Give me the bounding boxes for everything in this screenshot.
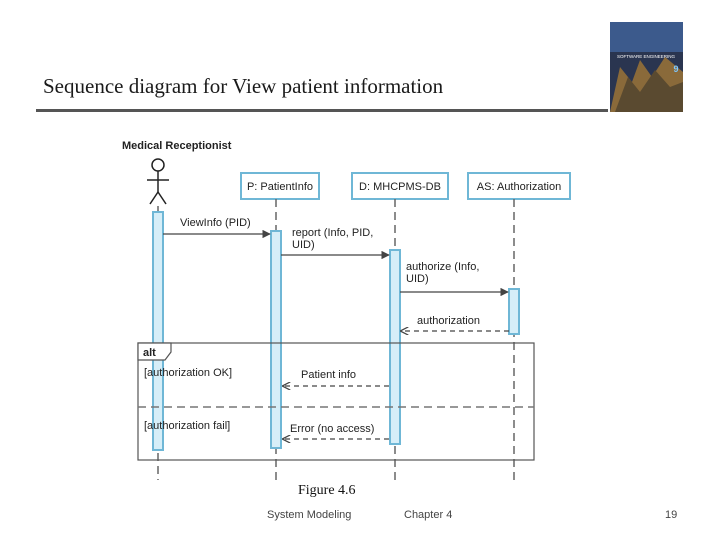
message-authorization-return: authorization bbox=[401, 315, 509, 331]
lifeline-head-patientinfo: P: PatientInfo bbox=[240, 172, 320, 200]
svg-text:UID): UID) bbox=[406, 273, 429, 285]
lifeline-head-mhcpms-db: D: MHCPMS-DB bbox=[351, 172, 449, 200]
alt-guard-fail: [authorization fail] bbox=[144, 420, 230, 432]
actor-label: Medical Receptionist bbox=[122, 140, 232, 152]
message-viewinfo: ViewInfo (PID) bbox=[163, 217, 271, 239]
activation-authorization bbox=[508, 288, 520, 335]
svg-text:Error (no access): Error (no access) bbox=[290, 423, 374, 435]
book-cover-edition: 9 bbox=[673, 64, 678, 74]
message-patient-info: Patient info bbox=[283, 369, 389, 386]
title-divider bbox=[36, 109, 608, 112]
alt-fragment: alt [authorization OK] [authorization fa… bbox=[137, 342, 535, 461]
lifeline-head-authorization: AS: Authorization bbox=[467, 172, 571, 200]
page-number: 19 bbox=[665, 509, 678, 521]
slide-title: Sequence diagram for View patient inform… bbox=[43, 74, 444, 98]
svg-text:P: PatientInfo: P: PatientInfo bbox=[247, 181, 313, 193]
message-report: report (Info, PID, UID) bbox=[281, 227, 390, 260]
svg-text:D: MHCPMS-DB: D: MHCPMS-DB bbox=[359, 181, 441, 193]
message-authorize: authorize (Info, UID) bbox=[400, 261, 509, 297]
book-cover-image: SOFTWARE ENGINEERING 9 bbox=[610, 22, 683, 112]
svg-text:AS: Authorization: AS: Authorization bbox=[477, 181, 561, 193]
activation-mhcpms-db bbox=[389, 249, 401, 445]
svg-text:Patient info: Patient info bbox=[301, 369, 356, 381]
footer-chapter: Chapter 4 bbox=[404, 509, 453, 521]
footer-section-title: System Modeling bbox=[267, 509, 352, 521]
actor-stick-figure bbox=[147, 158, 169, 205]
activation-patientinfo bbox=[270, 230, 282, 449]
figure-caption: Figure 4.6 bbox=[298, 483, 356, 498]
svg-text:UID): UID) bbox=[292, 239, 315, 251]
alt-guard-ok: [authorization OK] bbox=[144, 367, 232, 379]
svg-text:ViewInfo (PID): ViewInfo (PID) bbox=[180, 217, 251, 229]
message-error: Error (no access) bbox=[283, 423, 389, 439]
alt-operator-label: alt bbox=[143, 347, 156, 359]
activation-receptionist bbox=[152, 211, 164, 451]
book-cover-title: SOFTWARE ENGINEERING bbox=[617, 54, 676, 59]
svg-text:authorization: authorization bbox=[417, 315, 480, 327]
svg-text:report (Info, PID,: report (Info, PID, bbox=[292, 227, 373, 239]
svg-text:authorize (Info,: authorize (Info, bbox=[406, 261, 479, 273]
